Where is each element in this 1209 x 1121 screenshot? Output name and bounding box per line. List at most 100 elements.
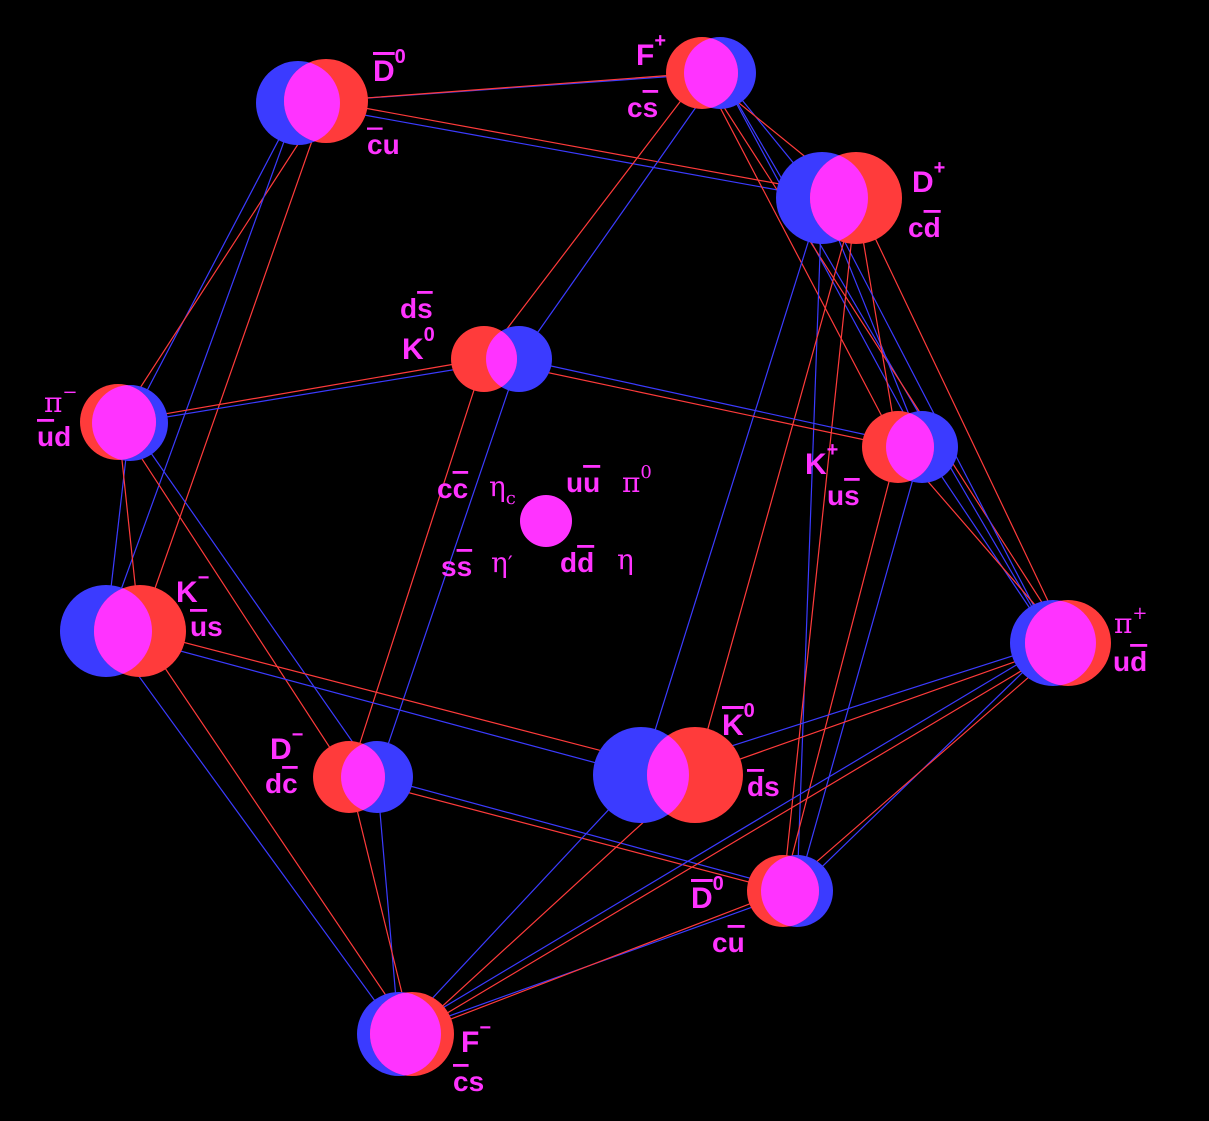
edge-piplus-K0bar-red <box>694 642 1069 776</box>
svg-text:D+: D+ <box>912 157 945 199</box>
svg-text:K0: K0 <box>402 324 435 366</box>
edge-Fplus-Kplus-blue <box>719 72 923 448</box>
label-kminus: K− us <box>176 567 223 642</box>
svg-text:cd: cd <box>908 212 941 243</box>
svg-text:F−: F− <box>461 1017 491 1059</box>
label-fminus: F− cs <box>453 1017 491 1097</box>
svg-text:π+: π+ <box>1114 603 1148 640</box>
svg-text:cs: cs <box>627 92 658 123</box>
meson-sphere-Fplus <box>666 37 756 109</box>
edge-piplus-Fminus-red <box>411 642 1069 1035</box>
edge-K0-Dminus-red <box>348 358 485 778</box>
edge-Fplus-Kplus-red <box>701 72 899 448</box>
svg-text:us: us <box>190 611 223 642</box>
svg-text:D0: D0 <box>691 873 724 915</box>
edge-piminus-Dminus-red <box>117 421 350 778</box>
label-piminus: π− ud <box>37 382 78 452</box>
edge-K0-Kplus-red <box>483 358 899 448</box>
edge-D0bar-Fplus-red <box>325 72 703 102</box>
svg-text:D0: D0 <box>373 46 406 88</box>
svg-text:π−: π− <box>44 382 78 419</box>
edge-D0bar-piminus-blue <box>129 102 299 424</box>
sphere-Dminus-overlap <box>341 741 385 813</box>
label-dminus: D− dc <box>265 724 303 799</box>
label-fplus: F+ cs <box>627 30 666 123</box>
edge-D0bar-piminus-red <box>117 100 327 423</box>
svg-text:F+: F+ <box>636 30 666 72</box>
edge-Kplus-D0-blue <box>796 446 923 892</box>
edge-D0bar-Dplus-blue <box>297 102 823 199</box>
meson-sphere-Fminus <box>357 992 454 1076</box>
label-d0: D0 cu <box>691 873 745 958</box>
svg-text:K−: K− <box>176 567 209 609</box>
sphere-Fplus-overlap <box>684 37 738 109</box>
meson-sphere-K0bar <box>593 727 743 823</box>
label-dd: dd <box>560 547 594 578</box>
meson-sphere-piplus <box>1010 600 1111 686</box>
sphere-Fminus-overlap <box>370 992 441 1076</box>
sphere-Kminus-overlap <box>94 585 152 677</box>
sphere-Kplus-overlap <box>886 411 934 483</box>
center-sphere <box>520 495 572 547</box>
edge-Dplus-K0bar-blue <box>640 197 823 776</box>
label-eta: η <box>617 543 634 576</box>
label-pi0: π0 <box>622 462 652 499</box>
label-dplus: D+ cd <box>908 157 945 243</box>
edge-Kminus-K0bar-blue <box>105 630 642 776</box>
edge-piplus-Fminus-blue <box>398 642 1054 1035</box>
meson-sphere-Dplus <box>776 152 902 244</box>
label-uu: uu <box>566 467 600 498</box>
svg-text:ud: ud <box>1113 646 1147 677</box>
edge-Dplus-D0-blue <box>796 197 823 892</box>
meson-sphere-Kplus <box>862 411 958 483</box>
label-k0bar: K0 ds <box>722 700 780 802</box>
svg-text:cu: cu <box>367 129 400 160</box>
svg-text:ds: ds <box>747 771 780 802</box>
svg-text:dc: dc <box>265 768 298 799</box>
edge-K0-Kplus-blue <box>518 358 923 448</box>
edge-Fplus-K0-blue <box>518 72 721 360</box>
edge-D0bar-Dplus-red <box>325 100 857 199</box>
svg-text:cs: cs <box>453 1066 484 1097</box>
edge-Dminus-Fminus-red <box>348 776 413 1035</box>
spheres <box>60 37 1111 1076</box>
svg-text:ud: ud <box>37 421 71 452</box>
edge-K0-piminus-red <box>117 358 485 423</box>
edge-Kminus-Fminus-blue <box>105 630 400 1035</box>
label-ss: ss <box>441 551 472 582</box>
edge-D0-Fminus-red <box>411 890 784 1035</box>
svg-text:K+: K+ <box>805 439 838 481</box>
edge-piplus-D0-red <box>782 642 1069 892</box>
label-d0bar: D0 cu <box>367 46 406 160</box>
label-kplus: K+ us <box>805 439 860 511</box>
edge-Dminus-D0-blue <box>376 776 798 892</box>
center-labels: cc ηc uu π0 ss η′ dd η <box>437 462 652 582</box>
edge-piminus-Dminus-blue <box>129 422 378 778</box>
meson-sphere-D0 <box>747 855 833 927</box>
sphere-piplus-overlap <box>1025 600 1096 686</box>
meson-sphere-Dminus <box>313 741 413 813</box>
svg-text:K0: K0 <box>722 700 755 742</box>
sphere-D0bar-overlap <box>284 61 340 143</box>
meson-sphere-piminus <box>80 384 168 461</box>
svg-text:D−: D− <box>270 724 303 766</box>
label-piplus: π+ ud <box>1113 603 1148 677</box>
sphere-K0bar-overlap <box>647 727 689 823</box>
edge-D0bar-Kminus-blue <box>105 102 299 632</box>
sphere-K0-overlap <box>486 326 517 392</box>
edge-K0-Dminus-blue <box>376 358 520 778</box>
edge-Kminus-Fminus-red <box>139 630 413 1035</box>
edge-Kplus-D0-red <box>782 446 899 892</box>
edge-Dplus-D0-red <box>782 197 857 892</box>
edge-Dplus-K0bar-red <box>694 197 857 776</box>
edge-Fplus-piplus-red <box>701 72 1069 644</box>
svg-text:cu: cu <box>712 927 745 958</box>
label-eta-c: ηc <box>489 470 516 509</box>
edge-D0bar-Kminus-red <box>139 100 327 632</box>
meson-sphere-D0bar <box>256 59 368 145</box>
label-cc: cc <box>437 473 468 504</box>
meson-sphere-K0 <box>451 326 552 392</box>
edge-Fplus-K0-red <box>483 72 703 360</box>
